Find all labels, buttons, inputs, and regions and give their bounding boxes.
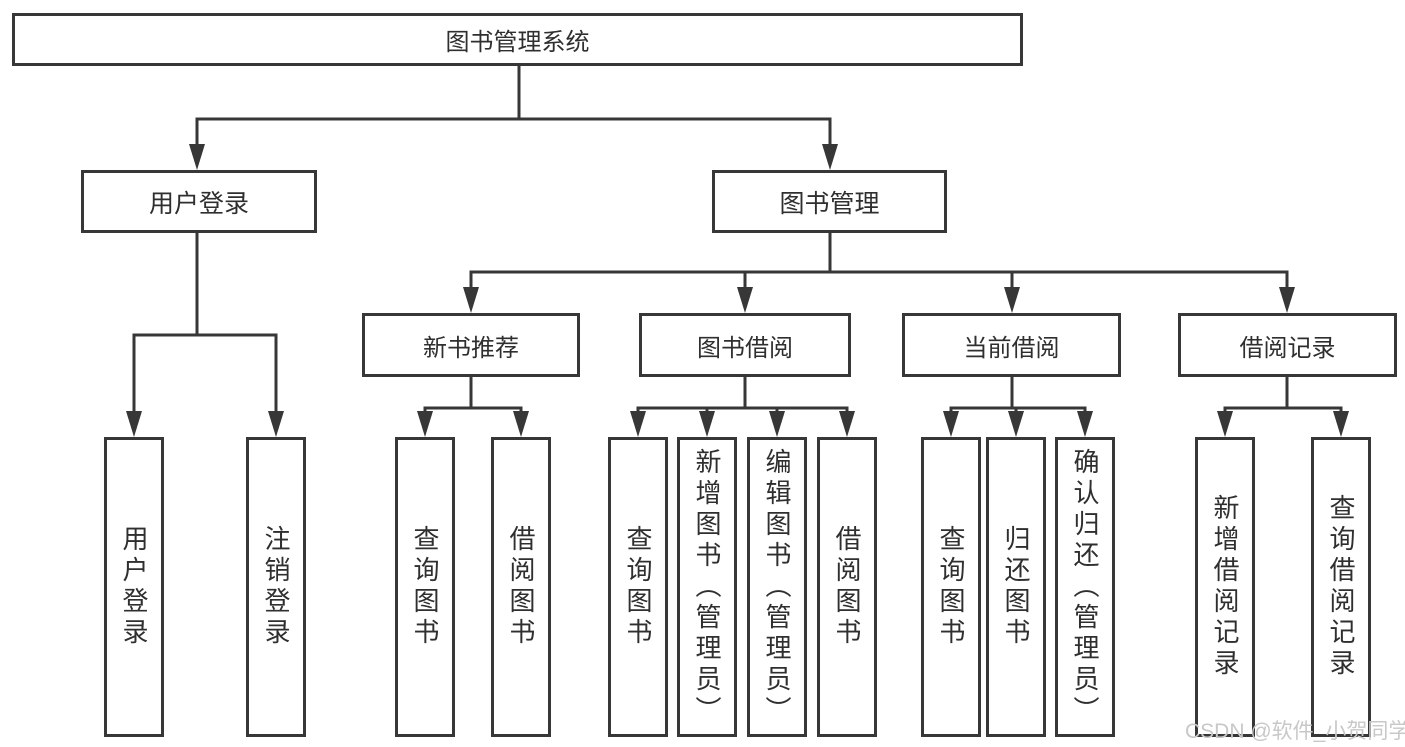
node-book-borrow: 图书借阅	[639, 313, 851, 377]
node-new-book-recommend-label: 新书推荐	[423, 334, 519, 362]
leaf-query-books-recommend: 查询图书	[395, 437, 455, 737]
node-user-login-label: 用户登录	[148, 189, 249, 218]
leaf-add-borrow-record-label: 新增借阅记录	[1210, 494, 1240, 680]
leaf-confirm-return-admin: 确认归还（管理员）	[1055, 437, 1115, 737]
node-borrow-records: 借阅记录	[1178, 313, 1397, 377]
leaf-query-books-current: 查询图书	[921, 437, 981, 737]
leaf-query-books-recommend-label: 查询图书	[410, 525, 440, 649]
node-book-management: 图书管理	[712, 170, 947, 233]
leaf-borrow-books-recommend: 借阅图书	[491, 437, 551, 737]
leaf-logout: 注销登录	[246, 437, 306, 737]
leaf-return-books-label: 归还图书	[1001, 525, 1031, 649]
leaf-return-books: 归还图书	[986, 437, 1046, 737]
node-book-management-label: 图书管理	[779, 189, 880, 218]
watermark: CSDN @软件_小贺同学	[1185, 720, 1405, 743]
leaf-edit-book-admin-label: 编辑图书（管理员）	[762, 447, 792, 727]
leaf-add-borrow-record: 新增借阅记录	[1195, 437, 1255, 737]
leaf-edit-book-admin: 编辑图书（管理员）	[747, 437, 807, 737]
leaf-query-books-borrow-label: 查询图书	[623, 525, 653, 649]
node-current-borrow: 当前借阅	[902, 313, 1121, 377]
leaf-query-books-current-label: 查询图书	[936, 525, 966, 649]
leaf-query-borrow-record: 查询借阅记录	[1311, 437, 1371, 737]
connector-arrowheads	[126, 144, 1349, 437]
node-root: 图书管理系统	[12, 13, 1023, 66]
leaf-add-book-admin-label: 新增图书（管理员）	[692, 447, 722, 727]
leaf-add-book-admin: 新增图书（管理员）	[677, 437, 737, 737]
leaf-borrow-books-recommend-label: 借阅图书	[506, 525, 536, 649]
leaf-user-login: 用户登录	[104, 437, 164, 737]
node-user-login: 用户登录	[81, 170, 317, 233]
node-root-label: 图书管理系统	[445, 29, 590, 56]
node-current-borrow-label: 当前借阅	[963, 334, 1060, 362]
leaf-borrow-books: 借阅图书	[817, 437, 877, 737]
node-new-book-recommend: 新书推荐	[362, 313, 580, 377]
leaf-borrow-books-label: 借阅图书	[832, 525, 862, 649]
node-book-borrow-label: 图书借阅	[697, 334, 793, 362]
leaf-query-books-borrow: 查询图书	[608, 437, 668, 737]
leaf-confirm-return-admin-label: 确认归还（管理员）	[1070, 447, 1100, 727]
node-borrow-records-label: 借阅记录	[1239, 334, 1336, 362]
leaf-user-login-label: 用户登录	[119, 525, 149, 649]
leaf-logout-label: 注销登录	[261, 525, 291, 649]
leaf-query-borrow-record-label: 查询借阅记录	[1326, 494, 1356, 680]
